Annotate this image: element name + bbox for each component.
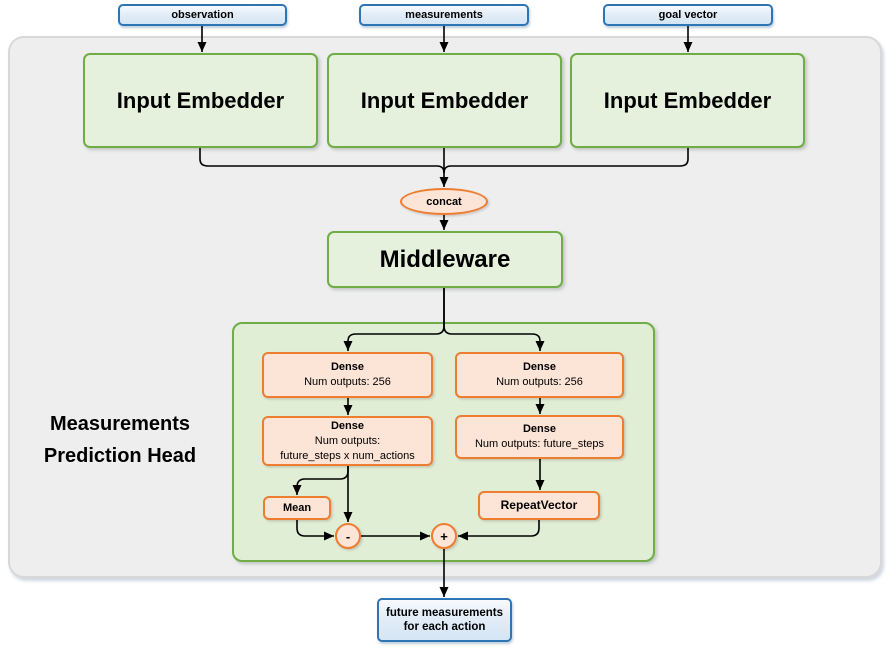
dense-left-2-detail1: Num outputs: [314,434,381,447]
dense-right-2-detail: Num outputs: future_steps [474,438,604,450]
input-embedder-1: Input Embedder [83,53,318,148]
repeat-vector-label: RepeatVector [500,498,578,512]
concat-label: concat [426,195,462,208]
dense-left-2: Dense Num outputs: future_steps x num_ac… [262,416,433,466]
add-op-label: + [440,528,448,544]
add-op-circle: + [431,523,457,549]
prediction-head-title-line2: Prediction Head [43,445,197,467]
input-label-goal-vector: goal vector [658,9,718,21]
subtract-op-label: - [345,528,351,544]
input-embedder-2: Input Embedder [327,53,562,148]
output-label-line1: future measurements [386,607,503,619]
input-box-measurements: measurements [359,4,529,26]
input-embedder-3-label: Input Embedder [603,87,772,113]
prediction-head-title: Measurements Prediction Head [18,408,222,474]
input-box-observation: observation [118,4,287,26]
prediction-head-title-line1: Measurements [49,413,191,435]
input-embedder-3: Input Embedder [570,53,805,148]
input-embedder-1-label: Input Embedder [116,87,285,113]
mean-box: Mean [263,496,331,520]
dense-left-1: Dense Num outputs: 256 [262,352,433,398]
dense-left-1-title: Dense [330,361,365,373]
dense-right-1-detail: Num outputs: 256 [496,376,583,388]
input-box-goal-vector: goal vector [603,4,773,26]
middleware-label: Middleware [379,245,511,273]
dense-left-2-title: Dense [330,419,365,432]
dense-right-1-title: Dense [522,361,557,373]
dense-left-2-detail2: future_steps x num_actions [280,449,415,462]
concat-node: concat [400,188,488,215]
input-label-measurements: measurements [405,9,483,21]
repeat-vector-box: RepeatVector [478,491,600,520]
subtract-op-circle: - [335,523,361,549]
input-embedder-2-label: Input Embedder [360,87,529,113]
dense-right-1: Dense Num outputs: 256 [455,352,624,398]
mean-label: Mean [282,501,312,514]
output-label-line2: for each action [403,621,486,633]
middleware-box: Middleware [327,231,563,288]
dense-right-2-title: Dense [522,423,557,435]
input-label-observation: observation [171,9,234,21]
dense-right-2: Dense Num outputs: future_steps [455,415,624,459]
output-box-future-measurements: future measurements for each action [377,598,512,642]
dense-left-1-detail: Num outputs: 256 [304,376,391,388]
